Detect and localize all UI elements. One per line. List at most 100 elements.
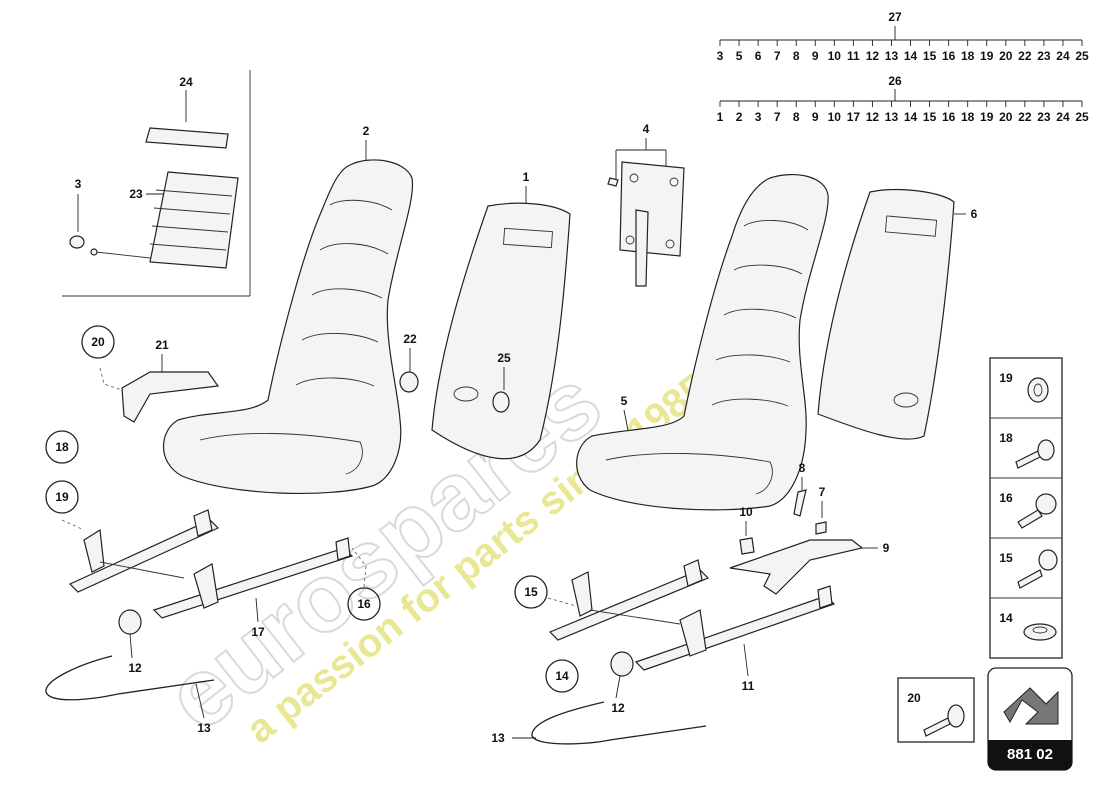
legend: 19 18 16 15 14 20 xyxy=(897,357,1063,743)
scale-number: 15 xyxy=(923,49,937,63)
label-12-left: 12 xyxy=(128,661,142,675)
scale-number: 25 xyxy=(1075,49,1089,63)
backrest-1: 1 xyxy=(431,170,571,460)
bolt-icon-16 xyxy=(1017,509,1043,529)
scale-27-title: 27 xyxy=(888,10,902,24)
scale-number: 9 xyxy=(812,110,819,124)
scale-number: 17 xyxy=(847,110,861,124)
label-5: 5 xyxy=(621,394,628,408)
label-6: 6 xyxy=(971,207,978,221)
scale-number: 12 xyxy=(866,110,880,124)
reference-box xyxy=(987,667,1073,771)
circle-16: 16 xyxy=(357,597,371,611)
scale-number: 15 xyxy=(923,110,937,124)
legend-18: 18 xyxy=(999,431,1013,445)
label-22: 22 xyxy=(403,332,417,346)
knob-12-left xyxy=(118,609,142,635)
scale-number: 3 xyxy=(717,49,724,63)
scale-number: 24 xyxy=(1056,49,1070,63)
legend-16: 16 xyxy=(999,491,1013,505)
label-8: 8 xyxy=(799,461,806,475)
scale-number: 18 xyxy=(961,49,975,63)
legend-20: 20 xyxy=(907,691,921,705)
scale-number: 8 xyxy=(793,49,800,63)
plug-25 xyxy=(492,391,510,413)
scale-number: 23 xyxy=(1037,110,1051,124)
legend-frame xyxy=(989,357,1063,659)
lumbar-support-frame xyxy=(149,171,239,269)
scale-number: 16 xyxy=(942,110,956,124)
plugs: 22 25 xyxy=(399,332,511,413)
circle-15: 15 xyxy=(524,585,538,599)
rails-left: 17 12 13 xyxy=(45,509,354,735)
rails-right: 11 12 13 xyxy=(491,559,836,745)
scale-number: 22 xyxy=(1018,49,1032,63)
bolt-icon-20 xyxy=(923,717,951,737)
scale-number: 14 xyxy=(904,110,918,124)
circled-callouts: 20 18 19 16 15 14 xyxy=(45,325,579,693)
label-2: 2 xyxy=(363,124,370,138)
scale-number: 24 xyxy=(1056,110,1070,124)
scale-number: 22 xyxy=(1018,110,1032,124)
seat-right: 5 xyxy=(576,174,829,511)
lumbar-pad xyxy=(145,127,229,149)
scale-number: 13 xyxy=(885,110,899,124)
bracket-9-group: 9 8 7 10 xyxy=(729,461,890,595)
washer-icon xyxy=(1027,377,1049,403)
watermark: eurospares a passion for parts since 198… xyxy=(146,348,716,753)
spacer-icon xyxy=(1023,623,1057,641)
label-10: 10 xyxy=(739,505,753,519)
scale-number: 7 xyxy=(774,49,781,63)
arrow-icon xyxy=(1003,687,1059,725)
label-12-right: 12 xyxy=(611,701,625,715)
scale-26-title: 26 xyxy=(888,74,902,88)
label-17: 17 xyxy=(251,625,265,639)
scale-number: 19 xyxy=(980,110,994,124)
circle-19: 19 xyxy=(55,490,69,504)
plug-22 xyxy=(399,371,419,393)
label-1: 1 xyxy=(523,170,530,184)
scale-number: 9 xyxy=(812,49,819,63)
scale-number: 25 xyxy=(1075,110,1089,124)
scale-number: 12 xyxy=(866,49,880,63)
seat-left: 2 xyxy=(162,124,414,494)
hinge-plate-4: 4 xyxy=(607,122,685,287)
label-25: 25 xyxy=(497,351,511,365)
label-21: 21 xyxy=(155,338,169,352)
scale-number: 18 xyxy=(961,110,975,124)
legend-19: 19 xyxy=(999,371,1013,385)
label-7: 7 xyxy=(819,485,826,499)
scale-number: 10 xyxy=(828,110,842,124)
knob-3 xyxy=(69,235,85,249)
scale-number: 11 xyxy=(847,49,860,63)
scale-number: 1 xyxy=(717,110,724,124)
legend-20-box xyxy=(897,677,975,743)
scale-number: 19 xyxy=(980,49,994,63)
legend-15: 15 xyxy=(999,551,1013,565)
label-4: 4 xyxy=(643,122,650,136)
scale-number: 20 xyxy=(999,110,1013,124)
scale-number: 13 xyxy=(885,49,899,63)
label-23: 23 xyxy=(129,187,143,201)
label-9: 9 xyxy=(883,541,890,555)
circle-14: 14 xyxy=(555,669,569,683)
label-3: 3 xyxy=(75,177,82,191)
bolt-icon-15 xyxy=(1017,569,1043,589)
lumbar-inset: 24 23 3 xyxy=(62,70,251,297)
scale-number: 7 xyxy=(774,110,781,124)
scale-number: 14 xyxy=(904,49,918,63)
scale-number: 10 xyxy=(828,49,842,63)
scale-number: 8 xyxy=(793,110,800,124)
legend-14: 14 xyxy=(999,611,1013,625)
scale-number: 6 xyxy=(755,49,762,63)
label-11: 11 xyxy=(742,679,755,693)
circle-20: 20 xyxy=(91,335,105,349)
circle-18: 18 xyxy=(55,440,69,454)
scale-number: 20 xyxy=(999,49,1013,63)
reference-frame xyxy=(987,667,1073,771)
reference-code: 881 02 xyxy=(988,740,1072,770)
label-24: 24 xyxy=(179,75,193,89)
